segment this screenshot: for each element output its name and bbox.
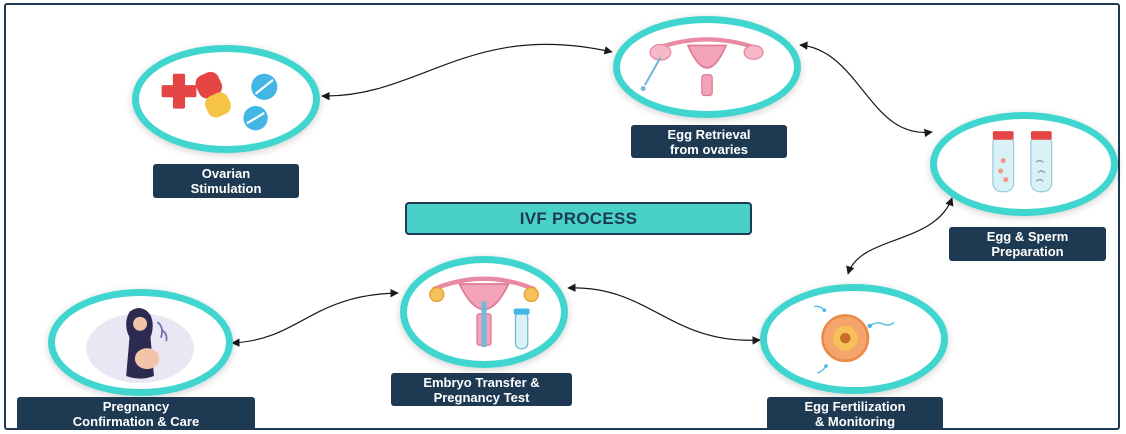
step-label-line1: Egg & Sperm (987, 229, 1069, 244)
diagram-title: IVF PROCESS (405, 202, 752, 235)
step-label-line1: Pregnancy (103, 399, 169, 414)
fertilization-egg-icon (767, 291, 941, 387)
step-label-line2: & Monitoring (815, 414, 895, 429)
step-egg-retrieval-label: Egg Retrieval from ovaries (631, 125, 787, 158)
step-label-line1: Ovarian (202, 166, 250, 181)
test-tubes-icon (937, 119, 1111, 209)
step-egg-fertilization-circle (760, 284, 948, 394)
arrow-stimulation-retrieval (322, 44, 612, 96)
embryo-transfer-icon (407, 263, 561, 361)
step-ovarian-stimulation-circle (132, 45, 320, 153)
step-label-line1: Embryo Transfer & (423, 375, 539, 390)
arrow-fertilization-transfer (568, 288, 760, 340)
step-ovarian-stimulation-label: Ovarian Stimulation (153, 164, 299, 198)
pills-icon (139, 52, 313, 146)
step-egg-sperm-preparation-label: Egg & Sperm Preparation (949, 227, 1106, 261)
step-label-line2: Confirmation & Care (73, 414, 199, 429)
step-embryo-transfer-circle (400, 256, 568, 368)
arrow-transfer-pregnancy (232, 293, 398, 343)
arrow-retrieval-preparation (800, 45, 932, 133)
step-label-line2: Pregnancy Test (434, 390, 530, 405)
step-egg-retrieval-circle (613, 16, 801, 118)
step-egg-fertilization-label: Egg Fertilization & Monitoring (767, 397, 943, 430)
step-pregnancy-confirmation-circle (48, 289, 233, 396)
step-egg-sperm-preparation-circle (930, 112, 1118, 216)
arrow-preparation-fertilization (848, 198, 952, 274)
step-label-line2: Preparation (991, 244, 1063, 259)
step-label-line1: Egg Fertilization (804, 399, 905, 414)
step-pregnancy-confirmation-label: Pregnancy Confirmation & Care (17, 397, 255, 430)
uterus-retrieval-icon (620, 23, 794, 111)
pregnant-woman-icon (55, 296, 226, 389)
step-label-line1: Egg Retrieval (667, 127, 750, 142)
step-embryo-transfer-label: Embryo Transfer & Pregnancy Test (391, 373, 572, 406)
step-label-line2: Stimulation (191, 181, 262, 196)
step-label-line2: from ovaries (670, 142, 748, 157)
